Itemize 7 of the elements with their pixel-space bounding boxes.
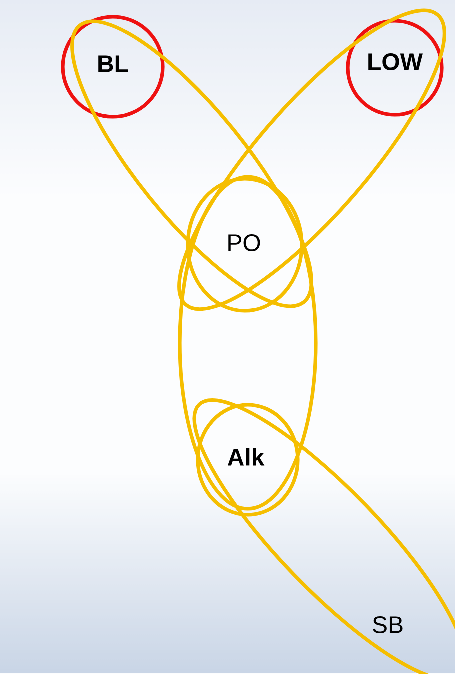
circle-label: LOW [346,19,444,117]
ellipse-outline [178,175,318,511]
ellipse-label: PO [186,177,304,313]
ellipse-outline [70,20,314,308]
ellipse-label: Alk [196,403,300,517]
ellipse-outline [178,8,446,312]
circle-label: BL [61,15,165,119]
